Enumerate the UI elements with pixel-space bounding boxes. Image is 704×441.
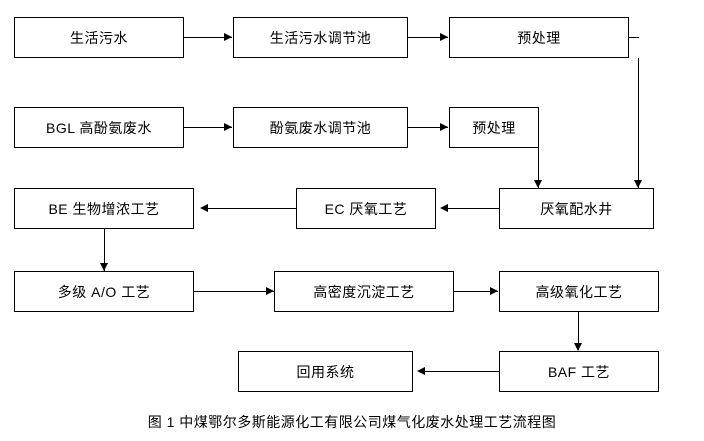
node-reuse-system: 回用系统 bbox=[238, 351, 413, 392]
node-label: 多级 A/O 工艺 bbox=[57, 283, 151, 300]
connector-pretreatment2-to-well bbox=[538, 148, 539, 188]
node-label: 生活污水 bbox=[70, 29, 128, 46]
node-label: BAF 工艺 bbox=[547, 363, 611, 380]
arrowhead-down bbox=[574, 343, 582, 351]
arrowhead-down bbox=[634, 180, 642, 188]
arrowhead-down bbox=[100, 263, 108, 271]
connector-pretreatment1-to-well bbox=[638, 58, 639, 188]
node-be-bio-enrichment: BE 生物增浓工艺 bbox=[14, 188, 194, 229]
arrowhead-down bbox=[534, 180, 542, 188]
node-label: 高级氧化工艺 bbox=[535, 283, 623, 300]
node-domestic-sewage-tank: 生活污水调节池 bbox=[233, 17, 408, 58]
arrowhead-right bbox=[440, 123, 448, 131]
node-label: 预处理 bbox=[472, 119, 516, 136]
connector-phenol-tank-to-pretreatment2 bbox=[408, 127, 448, 128]
node-bgl-phenol-ammonia: BGL 高酚氨废水 bbox=[14, 107, 184, 148]
connector-pretreatment1-to-well-stub bbox=[629, 37, 639, 38]
node-label: BGL 高酚氨废水 bbox=[46, 119, 152, 136]
node-phenol-ammonia-tank: 酚氨废水调节池 bbox=[233, 107, 408, 148]
node-pretreatment-1: 预处理 bbox=[449, 17, 629, 58]
arrowhead-right bbox=[440, 33, 448, 41]
node-advanced-oxidation: 高级氧化工艺 bbox=[499, 271, 659, 312]
connector-tank-to-pretreatment1 bbox=[408, 37, 448, 38]
arrowhead-left bbox=[417, 367, 425, 375]
node-label: EC 厌氧工艺 bbox=[324, 200, 408, 217]
node-label: 回用系统 bbox=[296, 363, 355, 380]
node-high-density-settling: 高密度沉淀工艺 bbox=[274, 271, 454, 312]
connector-ec-to-be bbox=[202, 208, 296, 209]
node-label: 高密度沉淀工艺 bbox=[313, 283, 415, 300]
connector-settling-to-oxidation bbox=[454, 291, 498, 292]
node-domestic-sewage: 生活污水 bbox=[14, 17, 184, 58]
arrowhead-right bbox=[490, 287, 498, 295]
node-label: BE 生物增浓工艺 bbox=[48, 200, 160, 217]
connector-baf-to-reuse bbox=[421, 371, 499, 372]
node-label: 预处理 bbox=[517, 29, 561, 46]
arrowhead-right bbox=[266, 287, 274, 295]
node-anaerobic-water-well: 厌氧配水井 bbox=[499, 188, 654, 229]
connector-well-to-ec bbox=[444, 208, 500, 209]
arrowhead-right bbox=[224, 123, 232, 131]
node-ec-anaerobic: EC 厌氧工艺 bbox=[296, 188, 436, 229]
connector-bgl-to-phenol-tank bbox=[184, 127, 232, 128]
arrowhead-left bbox=[440, 204, 448, 212]
node-pretreatment-2: 预处理 bbox=[449, 107, 539, 148]
node-multistage-ao: 多级 A/O 工艺 bbox=[14, 271, 194, 312]
arrowhead-left bbox=[200, 204, 208, 212]
connector-be-to-ao bbox=[104, 229, 105, 271]
node-label: 酚氨废水调节池 bbox=[269, 119, 372, 136]
node-label: 厌氧配水井 bbox=[540, 200, 613, 217]
figure-caption: 图 1 中煤鄂尔多斯能源化工有限公司煤气化废水处理工艺流程图 bbox=[147, 414, 557, 430]
node-baf-process: BAF 工艺 bbox=[499, 351, 659, 392]
connector-domestic-sewage-to-tank bbox=[184, 37, 232, 38]
connector-ao-to-settling bbox=[194, 291, 274, 292]
arrowhead-right bbox=[224, 33, 232, 41]
node-label: 生活污水调节池 bbox=[269, 29, 372, 46]
connector-oxidation-to-baf bbox=[578, 312, 579, 350]
